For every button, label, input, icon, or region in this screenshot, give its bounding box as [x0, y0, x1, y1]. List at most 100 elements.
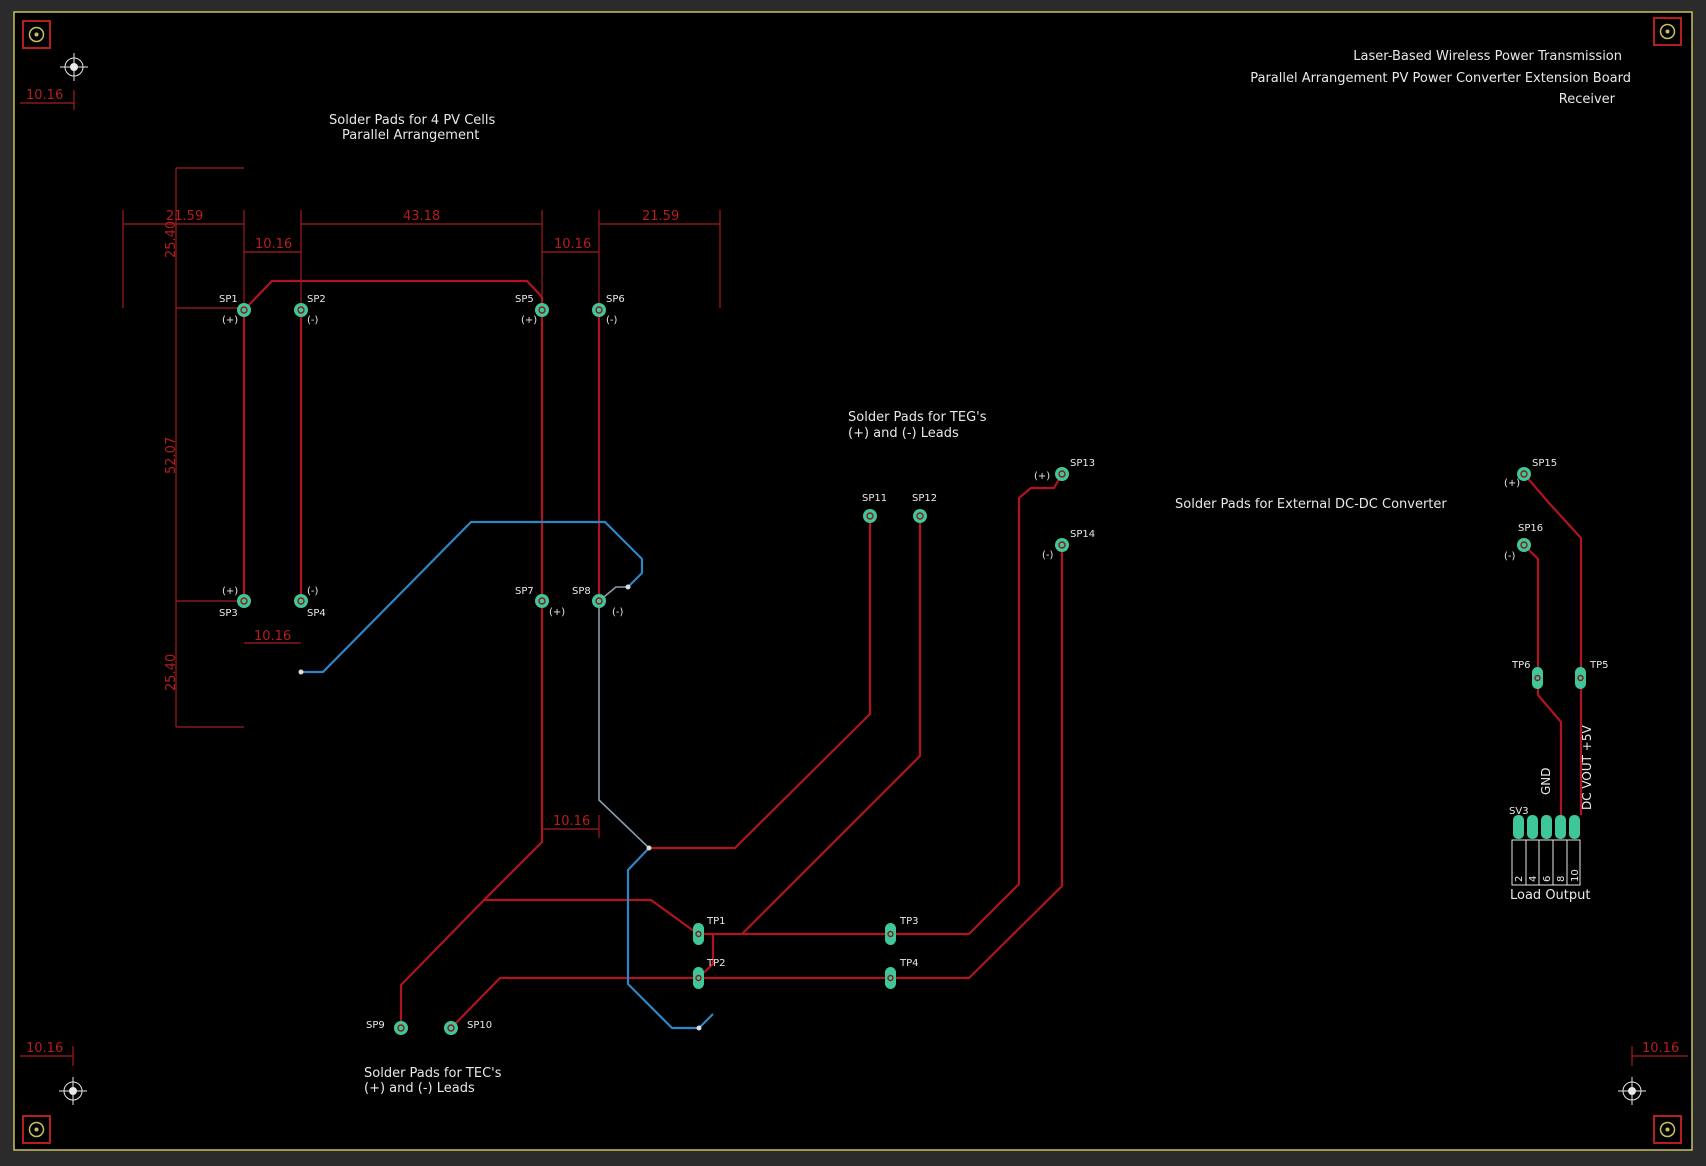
note-dcdc: Solder Pads for External DC-DC Converter — [1175, 497, 1447, 512]
testpoint-tp6[interactable]: TP6 — [1511, 660, 1543, 689]
pad-sp7[interactable]: SP7 (+) — [515, 586, 565, 618]
testpoint-tp1[interactable]: TP1 — [693, 916, 726, 945]
svg-text:SP6: SP6 — [606, 294, 625, 305]
pad-sp10[interactable]: SP10 — [444, 1020, 492, 1035]
note-teg-line-1: Solder Pads for TEG's — [848, 410, 987, 425]
testpoint-tp4[interactable]: TP4 — [885, 958, 919, 989]
mounting-hole-bl[interactable] — [22, 1115, 51, 1144]
svg-text:TP4: TP4 — [899, 958, 919, 969]
svg-text:21.59: 21.59 — [642, 209, 679, 224]
svg-text:(+): (+) — [549, 607, 565, 618]
svg-text:(+): (+) — [1504, 478, 1520, 489]
pad-sp8[interactable]: SP8 (-) — [572, 586, 624, 618]
dimension-corner-br[interactable]: 10.16 — [1631, 1041, 1688, 1066]
svg-text:10.16: 10.16 — [554, 237, 591, 252]
note-pv-line-1: Solder Pads for 4 PV Cells — [329, 113, 495, 128]
svg-text:SV3: SV3 — [1509, 806, 1529, 817]
note-tec-line-2: (+) and (-) Leads — [364, 1081, 475, 1096]
title-line-1: Laser-Based Wireless Power Transmission — [1353, 49, 1622, 64]
svg-text:SP2: SP2 — [307, 294, 326, 305]
mounting-hole-tl[interactable] — [22, 20, 51, 49]
svg-text:SP9: SP9 — [366, 1020, 385, 1031]
dimension-corner-bl[interactable]: 10.16 — [20, 1041, 74, 1066]
svg-text:10.16: 10.16 — [553, 814, 590, 829]
testpoint-tp5[interactable]: TP5 — [1575, 660, 1609, 689]
svg-text:SP13: SP13 — [1070, 458, 1095, 469]
crosshair-marker-tl — [60, 53, 88, 81]
svg-text:52.07: 52.07 — [164, 437, 179, 474]
svg-text:TP2: TP2 — [706, 958, 726, 969]
pad-sp14[interactable]: SP14 (-) — [1042, 529, 1095, 561]
header-pins — [1513, 815, 1580, 839]
svg-text:SP1: SP1 — [219, 294, 238, 305]
svg-text:10.16: 10.16 — [26, 88, 63, 103]
svg-text:10.16: 10.16 — [255, 237, 292, 252]
board-outline — [13, 11, 1693, 1151]
pad-sp13[interactable]: SP13 (+) — [1034, 458, 1095, 482]
pad-sp15[interactable]: SP15 (+) — [1504, 458, 1557, 489]
pad-sp16[interactable]: SP16 (-) — [1504, 523, 1543, 562]
svg-text:TP6: TP6 — [1511, 660, 1531, 671]
pad-sp4[interactable]: SP4 (-) — [294, 586, 326, 619]
dimension-corner-tl[interactable]: 10.16 — [20, 88, 75, 110]
svg-text:SP10: SP10 — [467, 1020, 492, 1031]
load-output-label: Load Output — [1510, 888, 1590, 903]
testpoint-tp3[interactable]: TP3 — [885, 916, 919, 945]
note-tec-line-1: Solder Pads for TEC's — [364, 1066, 502, 1081]
svg-text:10.16: 10.16 — [254, 629, 291, 644]
svg-text:(-): (-) — [1504, 551, 1516, 562]
svg-text:SP7: SP7 — [515, 586, 534, 597]
pad-sp2[interactable]: SP2 (-) — [294, 294, 326, 326]
pad-sp6[interactable]: SP6 (-) — [592, 294, 625, 326]
svg-text:SP3: SP3 — [219, 608, 238, 619]
svg-text:(+): (+) — [222, 315, 238, 326]
svg-text:(-): (-) — [1042, 550, 1054, 561]
pad-sp3[interactable]: SP3 (+) — [219, 586, 251, 619]
svg-text:(-): (-) — [307, 315, 319, 326]
svg-text:TP3: TP3 — [899, 916, 919, 927]
mounting-hole-br[interactable] — [1653, 1115, 1682, 1144]
svg-text:SP12: SP12 — [912, 493, 937, 504]
svg-text:10.16: 10.16 — [1642, 1041, 1679, 1056]
mounting-hole-tr[interactable] — [1653, 17, 1682, 46]
svg-text:SP11: SP11 — [862, 493, 887, 504]
svg-text:(+): (+) — [1034, 471, 1050, 482]
dc-vout-label: DC VOUT +5V — [1580, 725, 1594, 810]
pad-sp9[interactable]: SP9 — [366, 1020, 408, 1035]
bottom-copper-traces[interactable] — [301, 520, 714, 1030]
crosshair-marker-bl — [59, 1077, 87, 1105]
svg-text:(-): (-) — [606, 315, 618, 326]
vias — [298, 584, 702, 1031]
svg-text:25.40: 25.40 — [164, 221, 179, 258]
svg-text:10: 10 — [1570, 869, 1581, 882]
top-copper-traces[interactable] — [242, 279, 1583, 1029]
svg-text:25.40: 25.40 — [164, 654, 179, 691]
title-block: Laser-Based Wireless Power Transmission … — [1250, 49, 1631, 107]
svg-text:4: 4 — [1528, 876, 1539, 882]
svg-text:21.59: 21.59 — [166, 209, 203, 224]
note-teg-line-2: (+) and (-) Leads — [848, 426, 959, 441]
header-sv3[interactable]: SV3 2 4 6 8 10 Load Output GND DC VOUT +… — [1509, 725, 1594, 903]
pad-sp12[interactable]: SP12 — [912, 493, 937, 523]
board-area — [14, 12, 1692, 1150]
title-line-2: Parallel Arrangement PV Power Converter … — [1250, 71, 1631, 86]
svg-text:(+): (+) — [222, 586, 238, 597]
svg-text:10.16: 10.16 — [26, 1041, 63, 1056]
svg-text:8: 8 — [1556, 876, 1567, 882]
svg-text:(-): (-) — [612, 607, 624, 618]
svg-text:SP16: SP16 — [1518, 523, 1543, 534]
title-line-3: Receiver — [1559, 92, 1616, 107]
svg-text:TP5: TP5 — [1589, 660, 1609, 671]
svg-text:SP14: SP14 — [1070, 529, 1095, 540]
pad-sp11[interactable]: SP11 — [862, 493, 887, 523]
testpoint-tp2[interactable]: TP2 — [693, 958, 726, 989]
svg-text:43.18: 43.18 — [403, 209, 440, 224]
svg-text:6: 6 — [1542, 876, 1553, 882]
pad-sp1[interactable]: SP1 (+) — [219, 294, 251, 326]
note-pv-line-2: Parallel Arrangement — [342, 128, 479, 143]
gnd-label: GND — [1539, 767, 1553, 795]
svg-text:SP4: SP4 — [307, 608, 326, 619]
svg-text:(-): (-) — [307, 586, 319, 597]
pad-sp5[interactable]: SP5 (+) — [515, 294, 549, 326]
